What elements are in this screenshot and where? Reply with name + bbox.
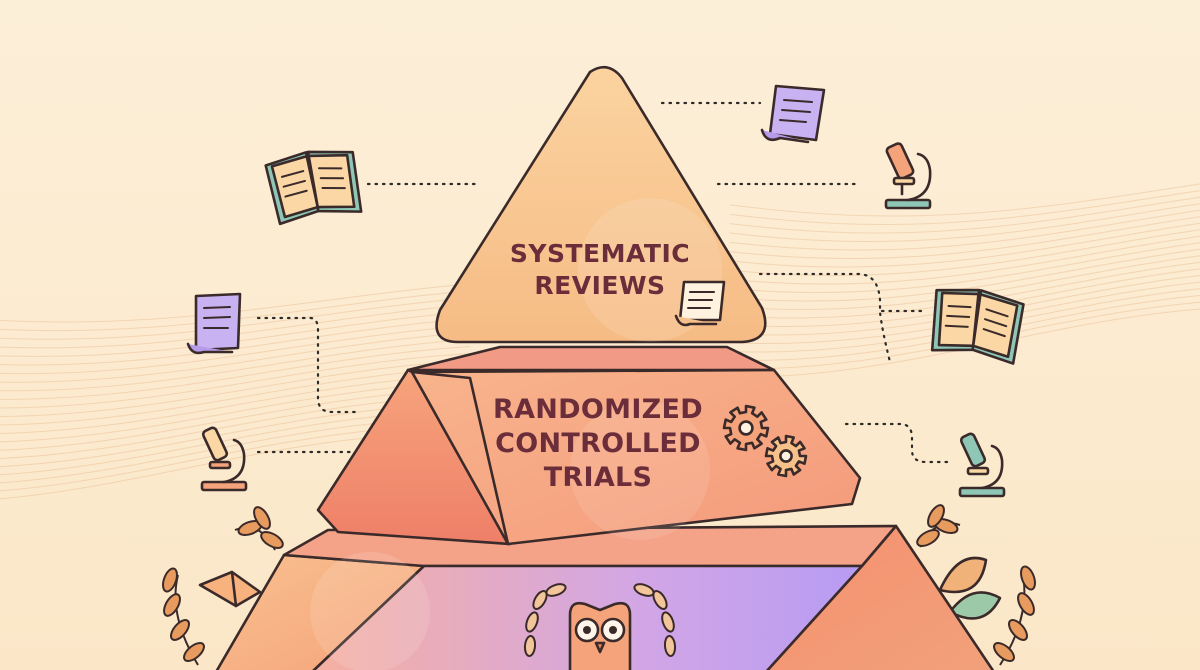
scroll-icon: [186, 292, 242, 355]
connector-lines: [256, 101, 950, 464]
gear-icon: [764, 434, 808, 478]
microscope-icon: [958, 432, 1006, 498]
scroll-icon: [760, 84, 826, 144]
open-book-icon: [264, 150, 363, 226]
open-book-icon: [930, 288, 1025, 365]
microscope-icon: [884, 142, 932, 210]
top-tier-label-line2: REVIEWS: [534, 271, 665, 300]
top-tier-label-line1: SYSTEMATIC: [510, 239, 690, 268]
middle-tier-label-line2: CONTROLLED: [495, 428, 701, 459]
laurel-icon: [916, 504, 1036, 666]
middle-tier-label-line1: RANDOMIZED: [493, 394, 703, 425]
middle-tier-label-line3: TRIALS: [544, 462, 653, 493]
laurel-icon: [523, 583, 677, 657]
gear-icon: [722, 404, 770, 452]
owl-icon: [568, 601, 632, 670]
open-book-icon: [198, 570, 262, 608]
microscope-icon: [200, 426, 248, 492]
leaf-icon: [938, 556, 1002, 620]
laurel-icon: [162, 506, 284, 666]
scroll-icon: [674, 280, 726, 327]
